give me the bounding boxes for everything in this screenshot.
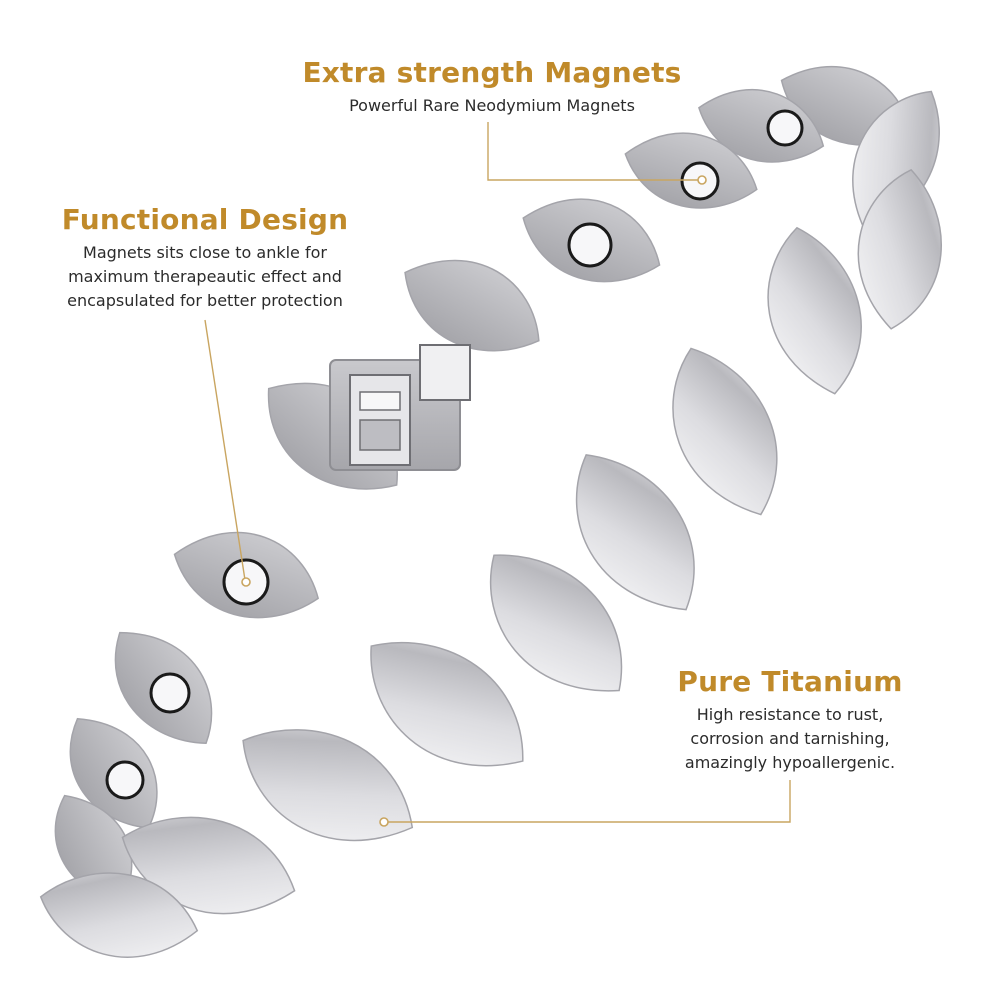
callout-titanium: Pure Titanium High resistance to rust, c… <box>640 665 940 775</box>
outer-strand <box>39 90 942 958</box>
callout-titanium-line: amazingly hypoallergenic. <box>684 753 896 772</box>
bracelet-link <box>242 729 414 842</box>
leader-dots <box>241 175 707 827</box>
callout-design-line: maximum therapeautic effect and <box>68 267 342 286</box>
callout-magnets-title: Extra strength Magnets <box>302 56 682 89</box>
bracelet-link <box>39 872 199 958</box>
callout-design-text: Magnets sits close to ankle for maximum … <box>40 241 370 313</box>
callout-titanium-line: High resistance to rust, <box>696 705 884 724</box>
bracelet-link <box>857 168 942 330</box>
bracelet-link <box>489 554 623 692</box>
magnet <box>567 222 613 268</box>
inner-strand <box>54 65 913 903</box>
leader-lines <box>204 122 791 823</box>
callout-design-line: encapsulated for better protection <box>67 291 343 310</box>
callout-magnets-line: Powerful Rare Neodymium Magnets <box>349 96 635 115</box>
leader-magnets <box>487 122 700 181</box>
bracelet-link <box>672 347 778 516</box>
callout-magnets: Extra strength Magnets Powerful Rare Neo… <box>292 56 692 118</box>
callout-titanium-text: High resistance to rust, corrosion and t… <box>640 703 940 775</box>
magnet <box>766 109 804 147</box>
callout-design: Functional Design Magnets sits close to … <box>40 203 370 313</box>
bracelet-link <box>121 816 296 915</box>
leader-design <box>204 319 246 581</box>
magnet <box>105 760 145 800</box>
bracelet-link <box>370 641 524 767</box>
bracelet-link <box>404 259 540 352</box>
callout-design-title: Functional Design <box>61 203 349 236</box>
bracelet-link <box>575 454 695 611</box>
callout-titanium-line: corrosion and tarnishing, <box>690 729 890 748</box>
fold-over-clasp <box>329 344 471 471</box>
bracelet-link <box>767 226 862 395</box>
callout-magnets-text: Powerful Rare Neodymium Magnets <box>292 94 692 118</box>
callout-titanium-title: Pure Titanium <box>677 665 903 698</box>
magnet <box>149 672 191 714</box>
callout-design-line: Magnets sits close to ankle for <box>83 243 327 262</box>
leader-titanium <box>385 780 791 823</box>
